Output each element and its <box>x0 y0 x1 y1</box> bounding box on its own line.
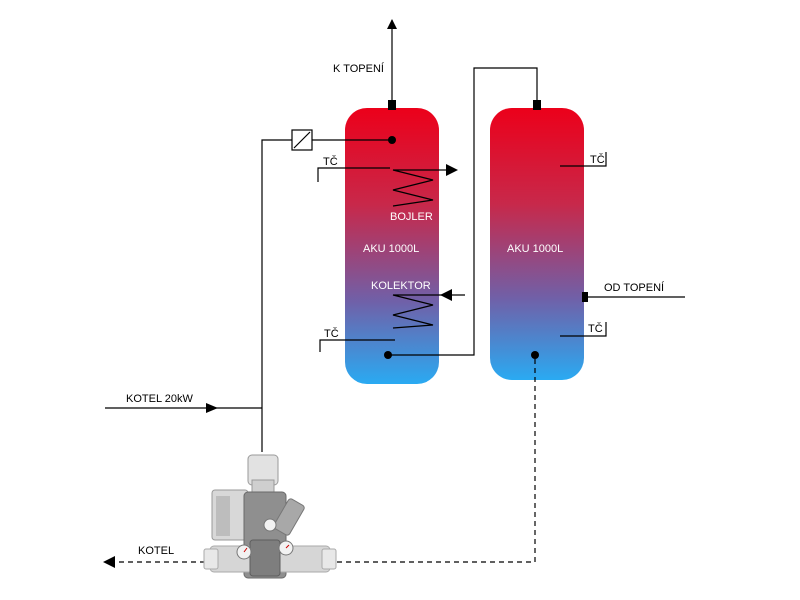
tank-link-pipe <box>388 67 538 356</box>
kotel-label: KOTEL <box>138 545 174 557</box>
tc-label-1-top: TČ <box>323 155 338 168</box>
tank-1 <box>345 108 439 384</box>
tank-1-top-inlet <box>388 136 396 144</box>
valve-diagonal <box>293 131 311 149</box>
boiler-feed-pipe <box>261 139 292 452</box>
tc-label-2-bottom: TČ <box>588 322 603 335</box>
tank-2-label: AKU 1000L <box>507 243 563 255</box>
tc-sensor-2-bottom <box>560 322 607 337</box>
tc-sensor-1-top <box>317 167 390 182</box>
od-topeni-port <box>582 292 588 302</box>
kolektor-coil <box>392 294 438 329</box>
tank-2-top-port <box>533 100 541 110</box>
tank-2 <box>490 108 584 380</box>
bojler-coil <box>392 169 437 207</box>
kolektor-arrow <box>440 289 452 301</box>
kotel-20kw-label: KOTEL 20kW <box>126 393 193 405</box>
od-topeni-label: OD TOPENÍ <box>604 281 665 294</box>
kotel-return-dashed <box>330 359 536 563</box>
tank-1-top-port <box>388 100 396 110</box>
kolektor-label: KOLEKTOR <box>371 280 431 292</box>
kotel-20kw-arrow <box>206 403 218 413</box>
bojler-arrow <box>446 164 458 176</box>
kotel-arrow <box>103 556 115 568</box>
tc-label-1-bottom: TČ <box>324 327 339 340</box>
tank-2-bottom-port <box>531 351 539 359</box>
tank-1-label: AKU 1000L <box>363 243 419 255</box>
tc-sensor-1-bottom <box>319 339 395 352</box>
pump-unit <box>203 454 337 579</box>
tank-1-bottom-port <box>384 351 392 359</box>
tc-sensor-2-top <box>560 152 607 167</box>
bojler-label: BOJLER <box>390 211 433 223</box>
k-topeni-label: K TOPENÍ <box>333 62 385 75</box>
tc-label-2-top: TČ <box>590 153 605 166</box>
